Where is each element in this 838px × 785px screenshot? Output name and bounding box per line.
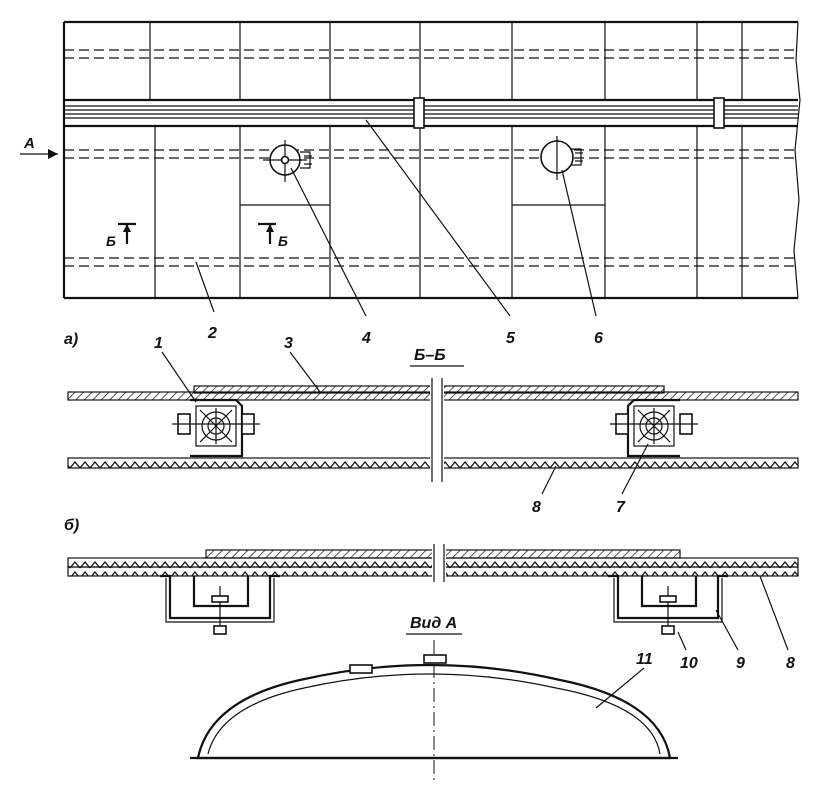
view-direction-label: А: [23, 135, 35, 152]
section-mark-right: Б: [258, 222, 288, 249]
plan-leaders: [195, 119, 597, 317]
callout-9: 9: [736, 655, 745, 672]
callout-7: 7: [616, 499, 626, 516]
plan-bottom-row-panels: [154, 126, 743, 298]
view-a: Вид А 11: [190, 615, 678, 780]
plan-hidden-lines: [64, 49, 798, 267]
callout-6: 6: [594, 330, 603, 347]
plan-top-row-panels: [149, 22, 743, 100]
bracket-left: [172, 398, 260, 458]
variant-b-label: б): [64, 517, 79, 534]
lamp-fixture-6: [540, 136, 583, 180]
section-title: Б–Б: [414, 347, 446, 364]
view-arrow-a: А: [20, 135, 58, 159]
channel-right: [608, 574, 728, 635]
callout-2: 2: [207, 325, 217, 342]
callout-5: 5: [506, 330, 516, 347]
callout-4: 4: [361, 330, 371, 347]
view-title: Вид А: [410, 615, 457, 632]
section-mark-left: Б: [106, 222, 136, 249]
lamp-strip: [64, 97, 798, 129]
callout-3: 3: [284, 335, 293, 352]
callout-8a: 8: [532, 499, 541, 516]
callout-8b: 8: [786, 655, 795, 672]
lamp-fixture-4: [263, 140, 312, 182]
callout-11: 11: [636, 651, 653, 668]
callout-1: 1: [154, 335, 163, 352]
variant-a-label: а): [64, 331, 78, 348]
section-mark-right-label: Б: [278, 233, 288, 249]
section-a: а) Б–Б: [64, 331, 799, 516]
bracket-right: [610, 398, 698, 458]
plan-view: А Б Б 2 4 5 6: [20, 20, 801, 347]
section-b: б) 10 9: [64, 517, 799, 672]
section-mark-left-label: Б: [106, 233, 116, 249]
channel-left: [160, 574, 280, 635]
callout-10: 10: [680, 655, 698, 672]
